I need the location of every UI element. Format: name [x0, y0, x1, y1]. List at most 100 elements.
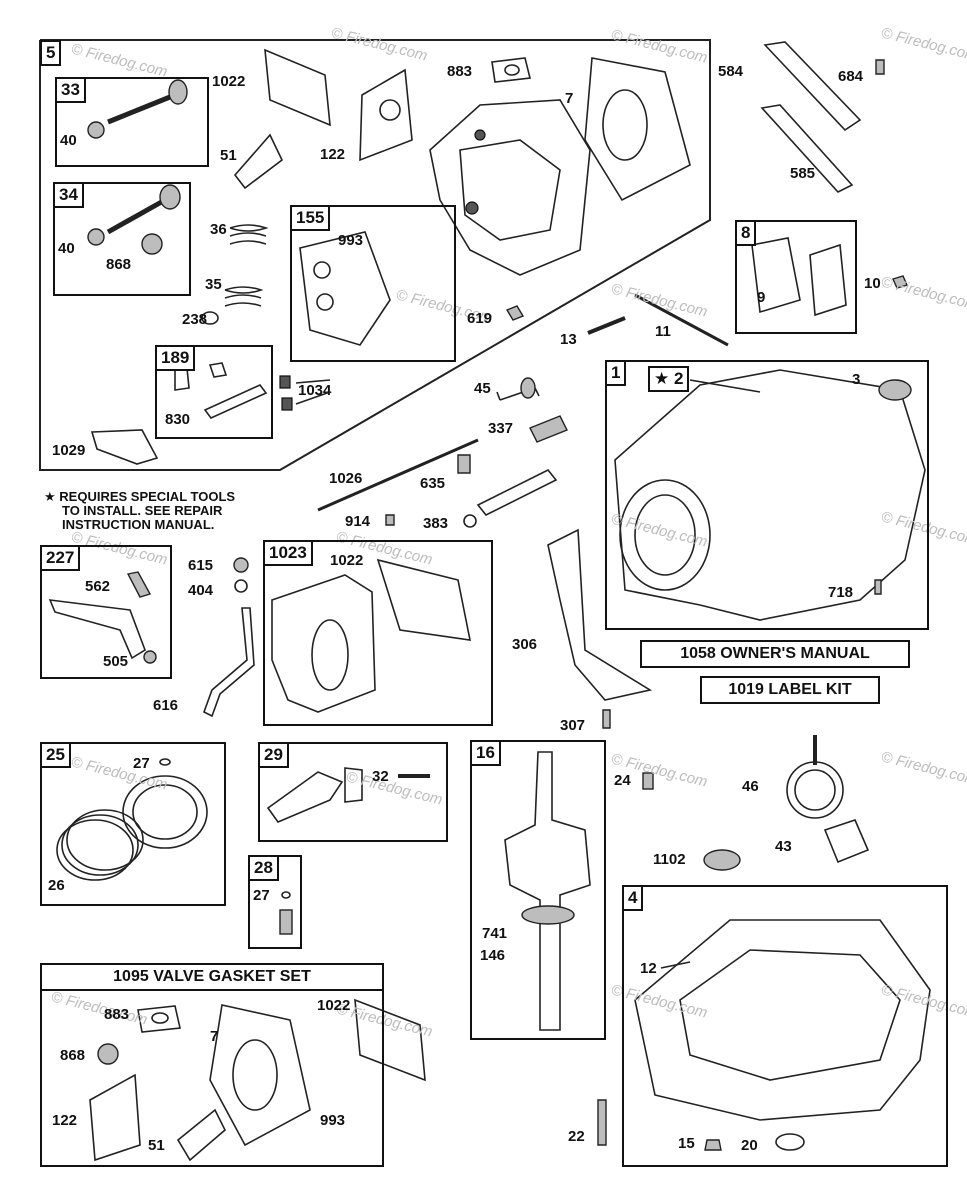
part-label: 584 [718, 63, 744, 80]
part-label: 3 [852, 371, 861, 388]
part-label: 883 [447, 63, 473, 80]
gasket-1022-illustration [264, 48, 331, 127]
box-25 [40, 742, 226, 906]
cylinder-head-illustration [429, 99, 591, 276]
box-number-28: 28 [248, 855, 279, 881]
part-label: 22 [568, 1128, 585, 1145]
box-number-227: 227 [40, 545, 81, 571]
part-label: 40 [58, 240, 75, 257]
rocker-584-illustration [763, 41, 862, 132]
box-29 [258, 742, 448, 842]
box-number-29: 29 [258, 742, 289, 768]
crankshaft-illustration [504, 751, 591, 1031]
box-4 [622, 885, 948, 1167]
part-label: 238 [182, 311, 208, 328]
part-label: 7 [210, 1028, 219, 1045]
breather-155-illustration [299, 231, 391, 346]
part-label: 46 [742, 778, 759, 795]
head-gasket-7-illustration [584, 57, 691, 202]
box-33 [55, 77, 209, 167]
box-number-4: 4 [622, 885, 644, 911]
box-number-1: 1 [605, 360, 627, 386]
part-label: 9 [757, 289, 766, 306]
part-label: 1022 [212, 73, 246, 90]
valve-illustration [87, 79, 188, 139]
part-label: 1029 [52, 442, 86, 459]
box-155 [290, 205, 456, 362]
box-number-33: 33 [55, 77, 86, 103]
part-label: 383 [423, 515, 449, 532]
part-label: 1102 [653, 851, 686, 868]
part-label: 741 [482, 925, 508, 942]
part-label: 26 [48, 877, 65, 894]
valve-gasket-set-bar: 1095 VALVE GASKET SET [40, 963, 384, 991]
part-label: 307 [560, 717, 586, 734]
part-label: 45 [474, 380, 491, 397]
part-label: 616 [153, 697, 179, 714]
note-line-2: TO INSTALL. SEE REPAIR [62, 503, 223, 518]
part-label: 32 [372, 768, 389, 785]
exhaust-valve-illustration [87, 184, 181, 255]
part-label: 684 [838, 68, 864, 85]
box-34 [53, 182, 191, 296]
valve-cover-illustration [271, 558, 472, 713]
part-label: 914 [345, 513, 371, 530]
gasket-883-illustration [491, 57, 531, 83]
part-label: 122 [320, 146, 346, 163]
part-label: 306 [512, 636, 538, 653]
box-number-star-2: ★ 2 [648, 366, 690, 392]
box-number-189: 189 [155, 345, 196, 371]
part-label: 27 [253, 887, 270, 904]
part-label: 619 [467, 310, 493, 327]
assembly-5-outline [39, 39, 711, 471]
part-label: 635 [420, 475, 446, 492]
part-label: 1026 [329, 470, 363, 487]
box-number-155: 155 [290, 205, 331, 231]
part-label: 7 [565, 90, 574, 107]
note-line-1: REQUIRES SPECIAL TOOLS [59, 489, 236, 504]
owners-manual-bar: 1058 OWNER'S MANUAL [640, 640, 910, 668]
part-label: 24 [614, 772, 631, 789]
part-label: 27 [133, 755, 150, 772]
part-label: 20 [741, 1137, 758, 1154]
box-189 [155, 345, 273, 439]
star-icon: ★ [44, 489, 56, 504]
part-label: 505 [103, 653, 129, 670]
baffle-306-illustration [547, 528, 653, 701]
box-227 [40, 545, 172, 679]
part-label: 43 [775, 838, 792, 855]
box-number-1023: 1023 [263, 540, 313, 566]
part-label: 146 [480, 947, 506, 964]
box-1 [605, 360, 929, 630]
part-label: 40 [60, 132, 77, 149]
part-label: 10 [864, 275, 881, 292]
gasket-8-illustration [751, 237, 801, 314]
box-1023 [263, 540, 493, 726]
rocker-585-illustration [760, 104, 854, 193]
part-label: 868 [106, 256, 132, 273]
part-label: 122 [52, 1112, 78, 1129]
box-8 [735, 220, 857, 334]
part-label: 993 [320, 1112, 346, 1129]
oil-sump-illustration [634, 919, 931, 1121]
part-label: 718 [828, 584, 854, 601]
spring-36-illustration [229, 224, 269, 245]
box-16 [470, 740, 606, 1040]
part-label: 404 [188, 582, 214, 599]
part-label: 337 [488, 420, 514, 437]
cylinder-block-illustration [614, 369, 926, 621]
part-label: 830 [165, 411, 191, 428]
box-number-16: 16 [470, 740, 501, 766]
box-number-8: 8 [735, 220, 757, 246]
part-label: 1022 [317, 997, 351, 1014]
box-number-25: 25 [40, 742, 71, 768]
part-label: 51 [220, 147, 237, 164]
special-tools-note: ★ REQUIRES SPECIAL TOOLS TO INSTALL. SEE… [44, 490, 235, 532]
spring-35-illustration [224, 286, 264, 307]
part-label: 11 [655, 323, 671, 340]
part-label: 15 [678, 1135, 695, 1152]
gasket-122-illustration [359, 68, 413, 162]
